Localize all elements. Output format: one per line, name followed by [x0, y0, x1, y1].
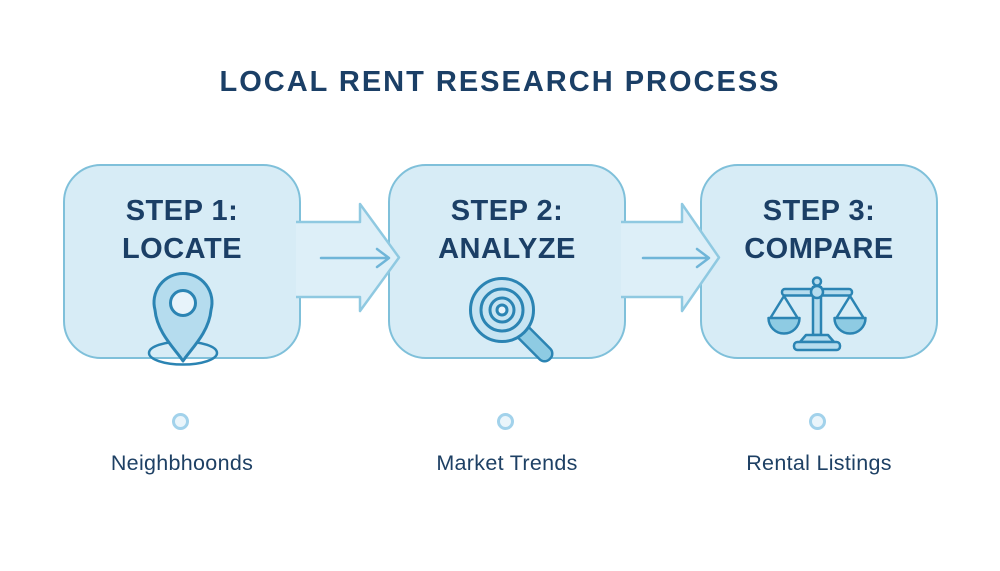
step-caption: Neighbhoonds	[110, 451, 254, 475]
step-box-compare: STEP 3: COMPARE	[700, 164, 938, 359]
step-caption: Rental Listings	[746, 451, 892, 475]
step-number-label: STEP 1:	[125, 195, 239, 227]
arrow-1	[296, 202, 401, 313]
step-box-analyze: STEP 2: ANALYZE	[388, 164, 626, 359]
step-number-label: STEP 3:	[762, 195, 876, 227]
connector-dot	[809, 413, 826, 430]
step-number-label: STEP 2:	[450, 195, 564, 227]
step-action-label: COMPARE	[744, 233, 894, 265]
step-heading: STEP 1: LOCATE	[65, 166, 299, 268]
step-caption: Market Trends	[436, 451, 578, 475]
connector-dot	[172, 413, 189, 430]
step-heading: STEP 3: COMPARE	[702, 166, 936, 268]
step-action-label: LOCATE	[121, 233, 243, 265]
step-action-label: ANALYZE	[438, 233, 576, 265]
connector-dot	[497, 413, 514, 430]
page-title: LOCAL RENT RESEARCH PROCESS	[219, 66, 781, 98]
step-heading: STEP 2: ANALYZE	[390, 166, 624, 268]
step-box-locate: STEP 1: LOCATE	[63, 164, 301, 359]
